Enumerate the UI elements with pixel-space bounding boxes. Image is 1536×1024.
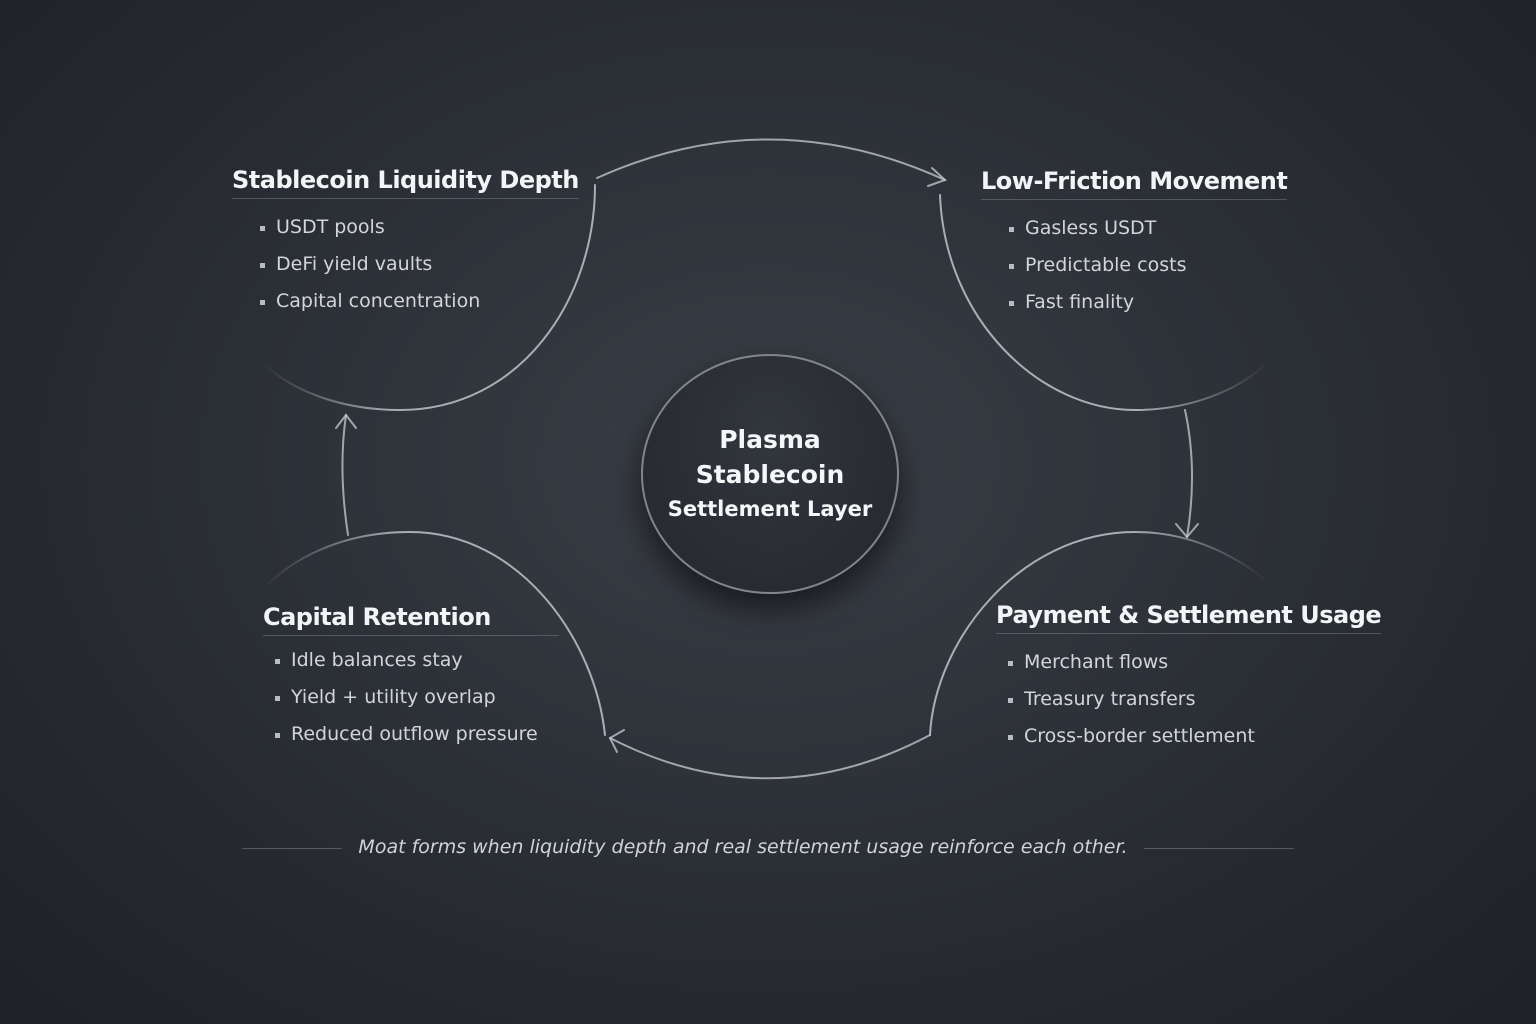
- footer-caption: Moat forms when liquidity depth and real…: [358, 836, 1128, 858]
- list-item: Treasury transfers: [1008, 681, 1381, 718]
- node-low-friction: Low-Friction Movement Gasless USDT Predi…: [981, 167, 1288, 321]
- center-line-1: Plasma: [719, 424, 821, 454]
- divider: [1143, 848, 1294, 849]
- list-item: Idle balances stay: [275, 642, 559, 679]
- arrowhead-left-icon: [335, 413, 357, 429]
- node-list: Gasless USDT Predictable costs Fast fina…: [981, 210, 1287, 321]
- arrow-left: [341, 414, 349, 536]
- node-payment-settlement: Payment & Settlement Usage Merchant flow…: [996, 601, 1382, 755]
- node-list: Idle balances stay Yield + utility overl…: [263, 642, 559, 753]
- arrowhead-bottom-icon: [608, 729, 625, 753]
- node-list: Merchant flows Treasury transfers Cross-…: [996, 644, 1381, 755]
- list-item: Capital concentration: [260, 283, 579, 320]
- list-item: Cross-border settlement: [1008, 718, 1381, 755]
- list-item: Reduced outflow pressure: [275, 716, 559, 753]
- footer: Moat forms when liquidity depth and real…: [0, 836, 1536, 858]
- node-title: Low-Friction Movement: [981, 167, 1288, 200]
- list-item: Predictable costs: [1009, 247, 1287, 284]
- arc-movement: [939, 194, 1269, 412]
- arc-retention: [261, 530, 606, 736]
- node-liquidity-depth: Stablecoin Liquidity Depth USDT pools De…: [232, 166, 579, 320]
- node-list: USDT pools DeFi yield vaults Capital con…: [232, 209, 579, 320]
- arc-payment: [929, 530, 1269, 736]
- list-item: USDT pools: [260, 209, 579, 246]
- arrowhead-top-icon: [927, 167, 947, 187]
- list-item: DeFi yield vaults: [260, 246, 579, 283]
- divider: [242, 848, 343, 849]
- node-title: Capital Retention: [263, 603, 559, 636]
- arrow-bottom: [609, 734, 931, 780]
- node-title: Stablecoin Liquidity Depth: [232, 166, 579, 199]
- list-item: Yield + utility overlap: [275, 679, 559, 716]
- center-line-2: Stablecoin: [695, 459, 845, 489]
- arrowhead-right-icon: [1175, 523, 1199, 539]
- list-item: Gasless USDT: [1009, 210, 1287, 247]
- list-item: Merchant flows: [1008, 644, 1381, 681]
- center-line-3: Settlement Layer: [667, 496, 873, 521]
- list-item: Fast finality: [1009, 284, 1287, 321]
- node-title: Payment & Settlement Usage: [996, 601, 1382, 634]
- arrow-right: [1184, 409, 1194, 538]
- node-capital-retention: Capital Retention Idle balances stay Yie…: [263, 603, 559, 753]
- arc-liquidity: [261, 184, 596, 412]
- arrow-top: [596, 138, 946, 181]
- center-hub: Plasma Stablecoin Settlement Layer: [641, 354, 899, 594]
